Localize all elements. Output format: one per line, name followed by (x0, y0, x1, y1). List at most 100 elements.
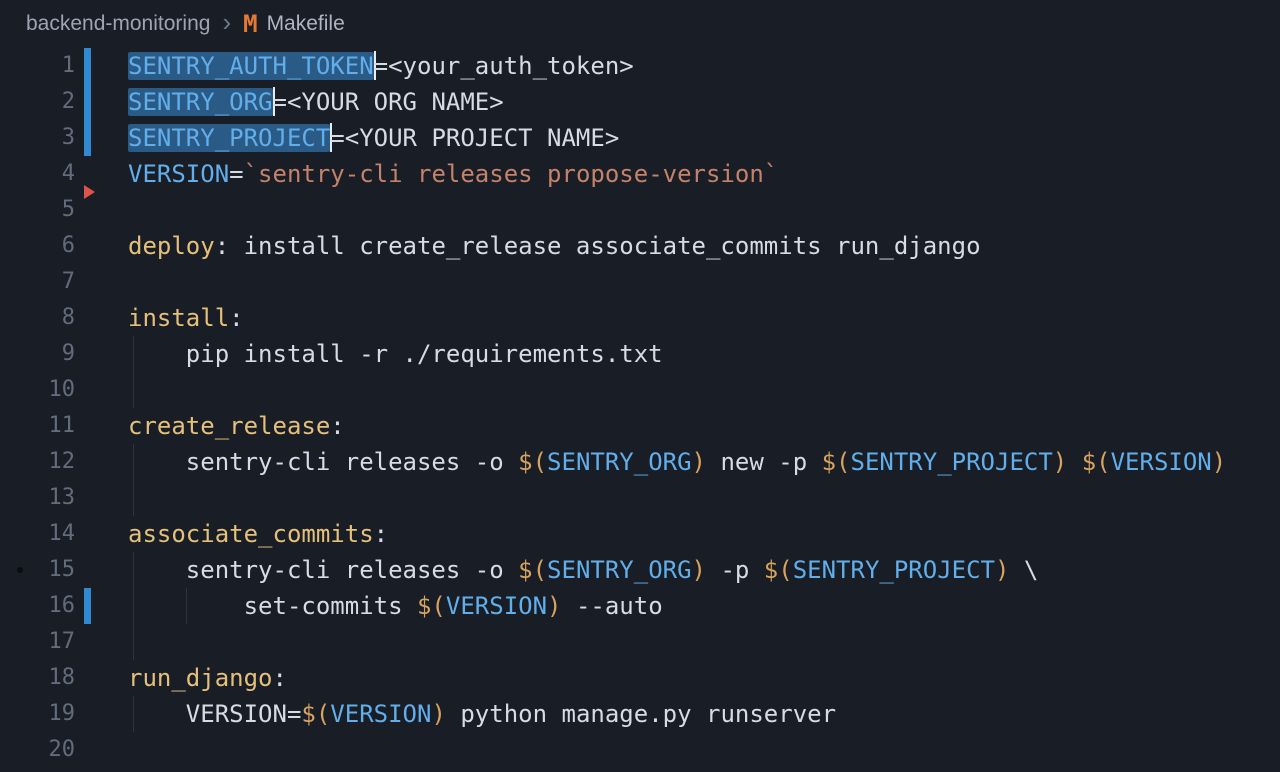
code-line[interactable]: 5 (0, 192, 1280, 228)
gutter[interactable]: 5 (0, 192, 128, 228)
code-text (128, 372, 1280, 408)
line-number: 7 (62, 264, 75, 300)
token: ) (1212, 448, 1226, 476)
gutter[interactable]: 19 (0, 696, 128, 732)
gutter[interactable]: 1 (0, 48, 128, 84)
token: : (374, 520, 388, 548)
editor[interactable]: 1SENTRY_AUTH_TOKEN=<your_auth_token>2SEN… (0, 48, 1280, 768)
gutter[interactable]: 3 (0, 120, 128, 156)
code-line[interactable]: 15 sentry-cli releases -o $(SENTRY_ORG) … (0, 552, 1280, 588)
token: : install create_release associate_commi… (215, 232, 981, 260)
token: new -p (706, 448, 822, 476)
code-line[interactable]: 4 VERSION=`sentry-cli releases propose-ve… (0, 156, 1280, 192)
git-modified-indicator (84, 84, 91, 120)
line-number: 20 (49, 732, 76, 768)
code-line[interactable]: 19 VERSION=$(VERSION) python manage.py r… (0, 696, 1280, 732)
makefile-icon: M (243, 10, 257, 38)
code-line[interactable]: 13 (0, 480, 1280, 516)
indent-guide (133, 624, 134, 660)
token: $( (518, 556, 547, 584)
code-line[interactable]: 18 run_django: (0, 660, 1280, 696)
code-text (128, 624, 1280, 660)
breadcrumb-project[interactable]: backend-monitoring (26, 12, 210, 36)
token: \ (1009, 556, 1038, 584)
token: sentry-cli releases -o (128, 556, 518, 584)
code-line[interactable]: 8 install: (0, 300, 1280, 336)
token: $( (417, 592, 446, 620)
code-text (128, 264, 1280, 300)
gutter[interactable]: 13 (0, 480, 128, 516)
line-number: 8 (62, 300, 75, 336)
code-line[interactable]: 2SENTRY_ORG=<YOUR ORG NAME> (0, 84, 1280, 120)
gutter[interactable]: 16 (0, 588, 128, 624)
code-line[interactable]: 17 (0, 624, 1280, 660)
token: SENTRY_ORG (547, 556, 692, 584)
code-text: run_django: (128, 660, 1280, 696)
token: run_django (128, 664, 273, 692)
code-line[interactable]: 3 SENTRY_PROJECT=<YOUR PROJECT NAME> (0, 120, 1280, 156)
code-line[interactable]: 9 pip install -r ./requirements.txt (0, 336, 1280, 372)
token: create_release (128, 412, 330, 440)
token: ) (692, 556, 706, 584)
gutter[interactable]: 7 (0, 264, 128, 300)
gutter[interactable]: 10 (0, 372, 128, 408)
gutter[interactable]: 14 (0, 516, 128, 552)
token: $( (518, 448, 547, 476)
token (1067, 448, 1081, 476)
code-text: install: (128, 300, 1280, 336)
line-number: 12 (49, 444, 76, 480)
code-text: SENTRY_PROJECT=<YOUR PROJECT NAME> (128, 120, 1280, 156)
gutter[interactable]: 2 (0, 84, 128, 120)
token: = (229, 160, 243, 188)
code-line[interactable]: 14associate_commits: (0, 516, 1280, 552)
breadcrumb-file[interactable]: Makefile (267, 12, 345, 36)
indent-guide (186, 588, 187, 624)
code-text: associate_commits: (128, 516, 1280, 552)
line-number: 18 (49, 660, 76, 696)
code-text: pip install -r ./requirements.txt (128, 336, 1280, 372)
gutter[interactable]: 17 (0, 624, 128, 660)
gutter[interactable]: 20 (0, 732, 128, 768)
gutter[interactable]: 9 (0, 336, 128, 372)
token: ) (431, 700, 445, 728)
gutter[interactable]: 4 (0, 156, 128, 192)
line-number: 6 (62, 228, 75, 264)
gutter[interactable]: 12 (0, 444, 128, 480)
code-text: create_release: (128, 408, 1280, 444)
line-number: 2 (62, 84, 75, 120)
code-line[interactable]: 20 (0, 732, 1280, 768)
code-lines: 1SENTRY_AUTH_TOKEN=<your_auth_token>2SEN… (0, 48, 1280, 768)
gutter[interactable]: 8 (0, 300, 128, 336)
token: SENTRY_PROJECT (851, 448, 1053, 476)
token: : (229, 304, 243, 332)
token: =<YOUR ORG NAME> (273, 88, 504, 116)
chevron-right-icon: › (222, 9, 231, 35)
code-line[interactable]: 1SENTRY_AUTH_TOKEN=<your_auth_token> (0, 48, 1280, 84)
token: VERSION= (128, 700, 301, 728)
code-line[interactable]: 6deploy: install create_release associat… (0, 228, 1280, 264)
indent-guide (133, 480, 134, 516)
line-number: 10 (49, 372, 76, 408)
token: VERSION (446, 592, 547, 620)
token: pip install -r ./requirements.txt (128, 340, 663, 368)
token: =<YOUR PROJECT NAME> (330, 124, 619, 152)
code-line[interactable]: 16 set-commits $(VERSION) --auto (0, 588, 1280, 624)
gutter[interactable]: 18 (0, 660, 128, 696)
code-line[interactable]: 11create_release: (0, 408, 1280, 444)
git-modified-indicator (84, 120, 91, 156)
code-text: VERSION=`sentry-cli releases propose-ver… (128, 156, 1280, 192)
code-line[interactable]: 12 sentry-cli releases -o $(SENTRY_ORG) … (0, 444, 1280, 480)
code-line[interactable]: 7 (0, 264, 1280, 300)
gutter[interactable]: 11 (0, 408, 128, 444)
gutter[interactable]: 6 (0, 228, 128, 264)
breadcrumb: backend-monitoring › M Makefile (0, 0, 1280, 48)
token: --auto (562, 592, 663, 620)
indent-guide (133, 372, 134, 408)
git-deleted-indicator (84, 185, 95, 199)
line-number: 4 (62, 156, 75, 192)
line-number: 3 (62, 120, 75, 156)
breakpoint-dot[interactable] (17, 567, 23, 573)
selected-token: SENTRY_PROJECT (128, 124, 330, 152)
token: set-commits (128, 592, 417, 620)
code-line[interactable]: 10 (0, 372, 1280, 408)
